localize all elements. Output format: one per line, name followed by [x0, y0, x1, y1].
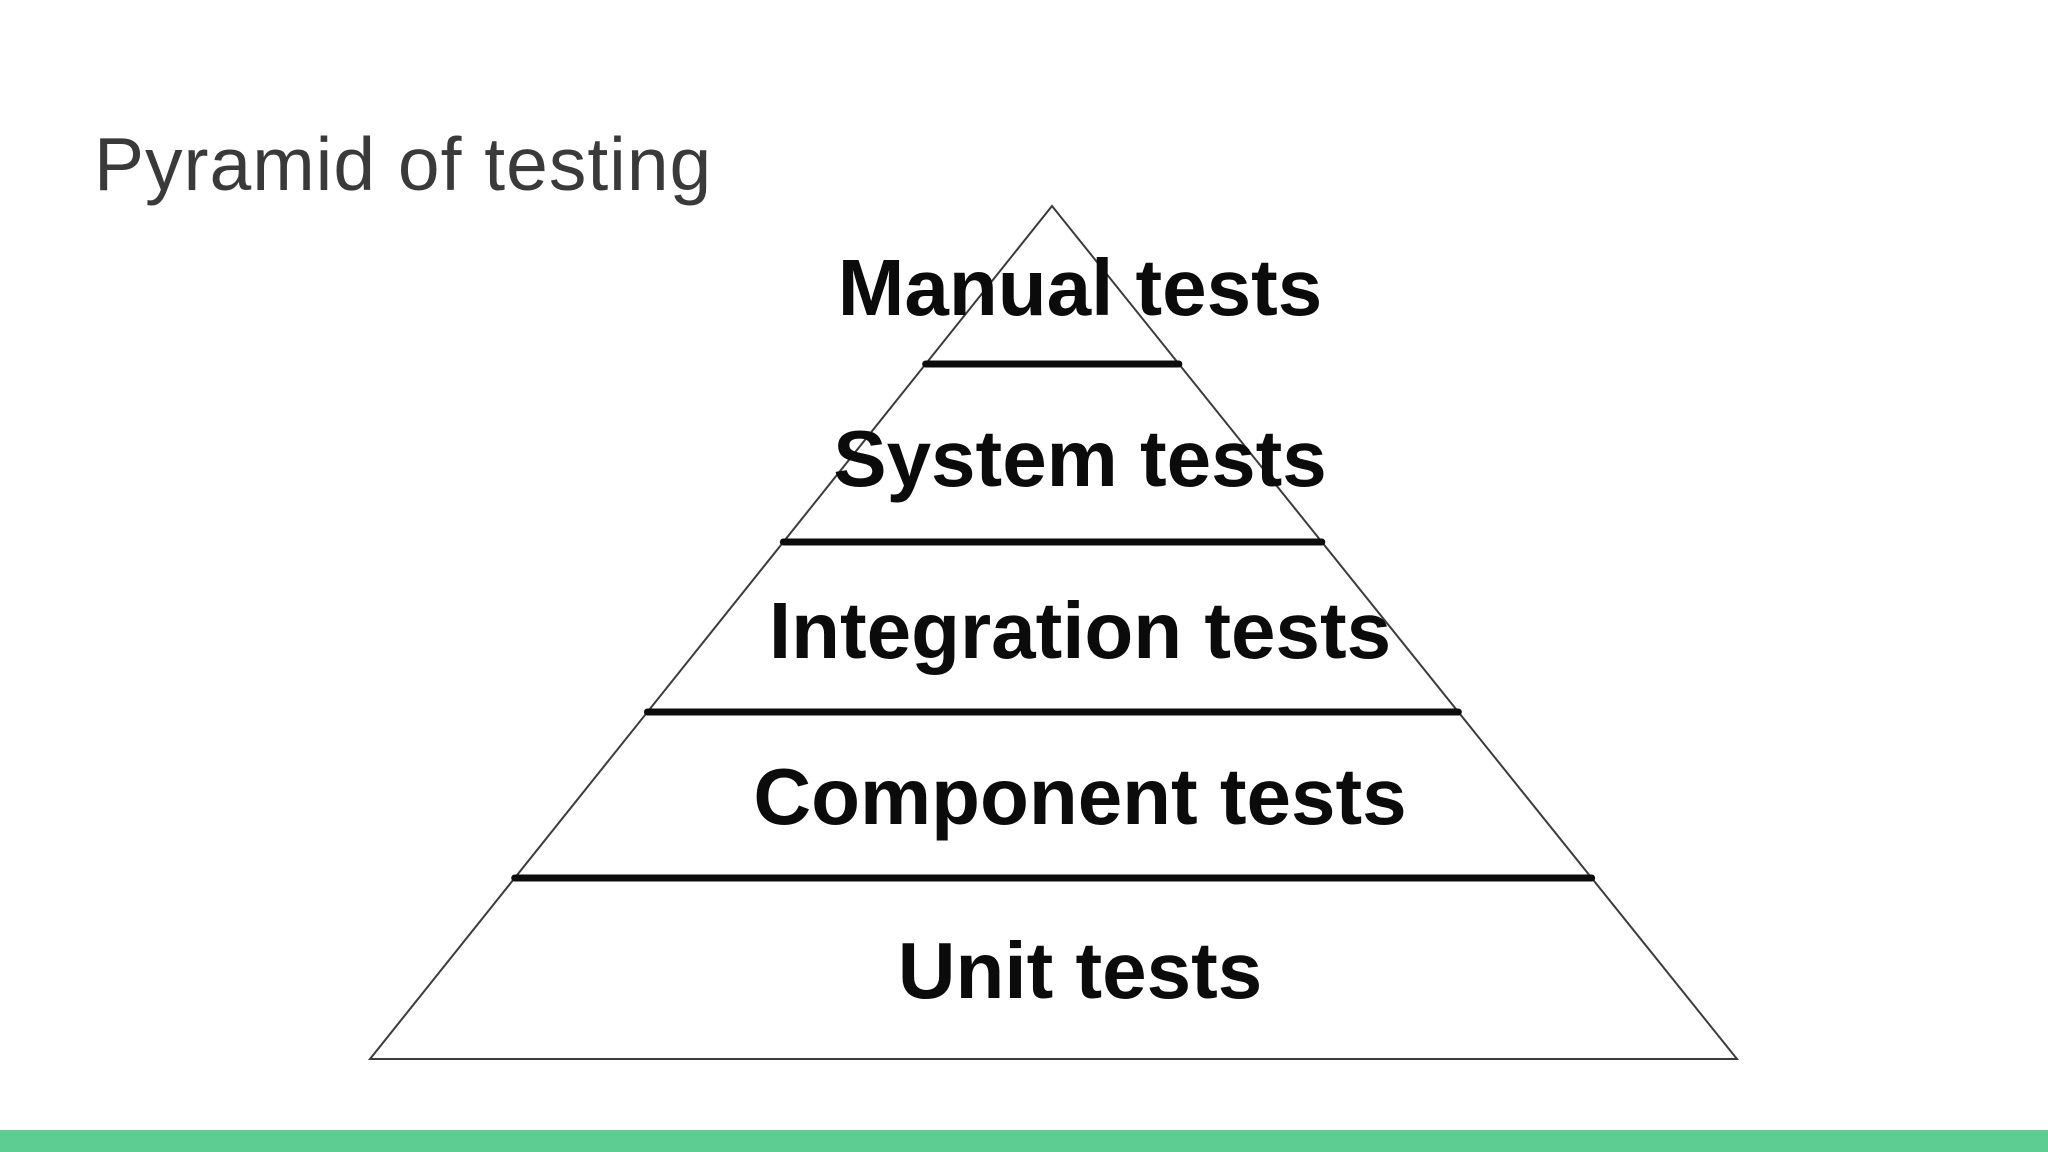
bottom-accent-bar [0, 1130, 2048, 1152]
pyramid-level-label-4: Unit tests [898, 926, 1263, 1015]
pyramid-level-label-0: Manual tests [838, 243, 1323, 332]
pyramid-level-label-2: Integration tests [769, 586, 1391, 675]
page-title: Pyramid of testing [94, 122, 713, 206]
pyramid-level-label-3: Component tests [753, 752, 1406, 841]
pyramid-level-label-1: System tests [833, 414, 1327, 503]
pyramid-outline [367, 204, 1740, 1060]
